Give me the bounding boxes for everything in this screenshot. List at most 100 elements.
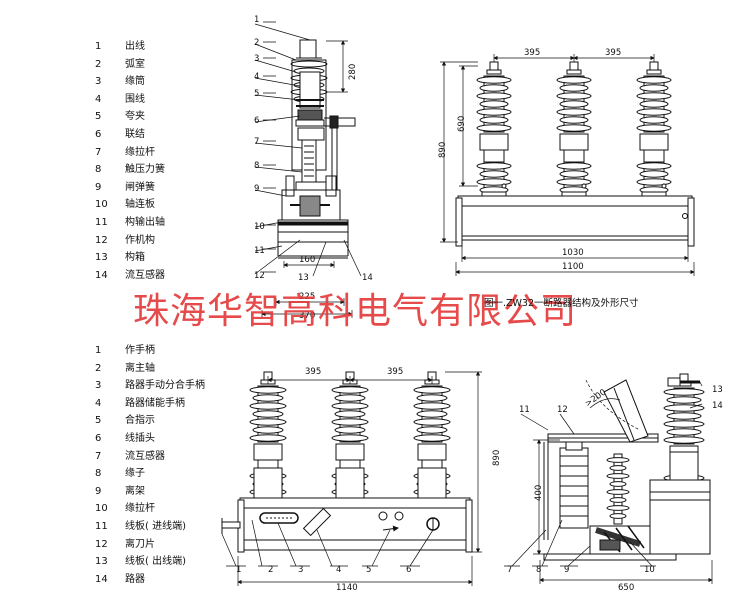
legend-bottom-label: 路器储能手柄 — [125, 397, 185, 409]
legend-bottom-number: 5 — [95, 415, 102, 427]
legend-top-item: 13 构箱 — [95, 249, 165, 267]
legend-bottom-label: 流互感器 — [125, 450, 165, 462]
legend-top-number: 3 — [95, 76, 102, 88]
legend-top-number: 4 — [95, 93, 102, 105]
bottom-callout-4: 4 — [336, 565, 341, 575]
legend-bottom-item: 2 离主轴 — [95, 360, 205, 378]
callout-6: 6 — [254, 116, 259, 126]
legend-bottom-label: 离主轴 — [125, 362, 155, 374]
dim-690: 690 — [457, 116, 467, 132]
legend-bottom-number: 6 — [95, 432, 102, 444]
bottom-callout-3: 3 — [298, 565, 303, 575]
bottom-callout-1: 1 — [236, 565, 241, 575]
bottom-callout-6: 6 — [406, 565, 411, 575]
legend-top-number: 11 — [95, 216, 108, 228]
legend-top-item: 14 流互感器 — [95, 267, 165, 285]
dim-370: 370 — [299, 311, 315, 321]
right-callout-7: 7 — [507, 565, 512, 575]
legend-top-label: 触压力簧 — [125, 164, 165, 176]
callout-10: 10 — [254, 222, 265, 232]
legend-bottom-label: 线板( 进线端) — [125, 520, 186, 532]
callout-2: 2 — [254, 38, 259, 48]
legend-top-item: 6 联结 — [95, 126, 165, 144]
legend-top-label: 缘筒 — [125, 76, 145, 88]
legend-bottom-item: 11 线板( 进线端) — [95, 518, 205, 536]
callout-4: 4 — [254, 72, 259, 82]
callout-13: 13 — [298, 273, 309, 283]
right-callout-10: 10 — [644, 565, 655, 575]
legend-top-label: 构箱 — [125, 252, 145, 264]
legend-bottom-number: 7 — [95, 450, 102, 462]
legend-top-number: 14 — [95, 269, 108, 281]
dim-1030: 1030 — [562, 248, 584, 258]
legend-bottom-number: 1 — [95, 345, 102, 356]
dim-1100: 1100 — [562, 262, 584, 272]
legend-top-label: 夸夹 — [125, 111, 145, 123]
legend-top-item: 2 弧室 — [95, 56, 165, 74]
right-callout-13: 13 — [712, 385, 723, 395]
legend-bottom-label: 路器手动分合手柄 — [125, 380, 205, 392]
legend-bottom-label: 缘子 — [125, 468, 145, 480]
legend-bottom-label: 合指示 — [125, 415, 155, 427]
legend-top-number: 13 — [95, 252, 108, 264]
dim-400: 400 — [534, 485, 544, 501]
front-view-bottom-labels: 395 395 890 1140 1 2 3 4 5 6 — [236, 367, 502, 593]
callout-1: 1 — [254, 15, 259, 25]
dim-1140: 1140 — [336, 583, 358, 593]
legend-bottom-label: 离刀片 — [125, 538, 155, 550]
legend-bottom-number: 3 — [95, 380, 102, 392]
legend-top-number: 6 — [95, 128, 102, 140]
callout-9: 9 — [254, 184, 259, 194]
legend-bottom-number: 8 — [95, 468, 102, 480]
side-view-isolator — [504, 373, 713, 584]
legend-top-number: 5 — [95, 111, 102, 123]
legend-top-number: 10 — [95, 199, 108, 211]
legend-top-label: 轴连板 — [125, 199, 155, 211]
legend-top-label: 围线 — [125, 93, 145, 105]
legend-bottom-number: 12 — [95, 538, 108, 550]
right-callout-9: 9 — [564, 565, 569, 575]
legend-bottom-item: 3 路器手动分合手柄 — [95, 377, 205, 395]
dim-890-b: 890 — [492, 450, 502, 466]
legend-top-label: 构输出轴 — [125, 216, 165, 228]
dim-395-c: 395 — [305, 367, 321, 377]
legend-top-label: 缘拉杆 — [125, 146, 155, 158]
callout-11: 11 — [254, 246, 265, 256]
legend-bottom-item: 8 缘子 — [95, 465, 205, 483]
bottom-callout-5: 5 — [366, 565, 371, 575]
legend-top-number: 2 — [95, 58, 102, 70]
legend-bottom-label: 路器 — [125, 573, 145, 585]
right-callout-8: 8 — [536, 565, 541, 575]
legend-bottom-number: 11 — [95, 520, 108, 532]
legend-bottom-number: 2 — [95, 362, 102, 374]
callout-7: 7 — [254, 137, 259, 147]
dim-395-a: 395 — [524, 48, 540, 58]
dim-395-b: 395 — [605, 48, 621, 58]
legend-bottom-label: 线板( 出线端) — [125, 556, 186, 568]
callout-14: 14 — [362, 273, 373, 283]
legend-top-label: 流互感器 — [125, 269, 165, 281]
legend-top-item: 8 触压力簧 — [95, 161, 165, 179]
legend-top-label: 联结 — [125, 128, 145, 140]
legend-top-label: 弧室 — [125, 58, 145, 70]
dim-890: 890 — [438, 142, 448, 158]
legend-top-label: 闸弹簧 — [125, 181, 155, 193]
callout-8: 8 — [254, 161, 259, 171]
legend-top-number: 8 — [95, 164, 102, 176]
bottom-callout-2: 2 — [268, 565, 273, 575]
legend-top-item: 11 构输出轴 — [95, 214, 165, 232]
legend-top-item: 4 围线 — [95, 91, 165, 109]
legend-top-item: 9 闸弹簧 — [95, 179, 165, 197]
company-watermark: 珠海华智高科电气有限公司 — [133, 291, 578, 332]
legend-top-number: 9 — [95, 181, 102, 193]
side-section-view — [254, 21, 362, 318]
